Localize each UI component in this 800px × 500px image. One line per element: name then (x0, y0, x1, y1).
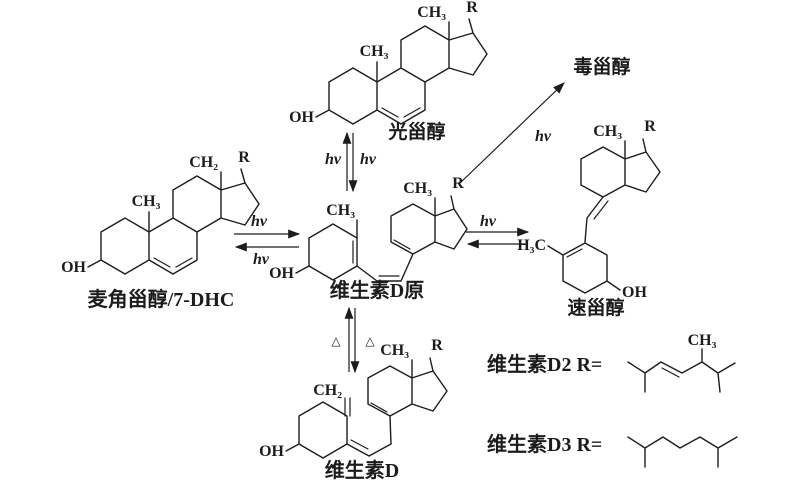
hv-label-left-top: hv (251, 213, 268, 230)
previtamin-d-structure: CH₃ OH CH₃ R 维生素D原 (269, 175, 468, 302)
lumisterol-c10-methyl-label: CH₃ (360, 43, 389, 60)
tachysterol-double-bonds (566, 200, 609, 258)
vitamin-d3-chain (627, 436, 738, 468)
tachysterol-name: 速甾醇 (567, 296, 624, 319)
vitamin-d2-chain-double-bond (661, 367, 680, 378)
ergosterol-double-bonds (153, 257, 193, 268)
previtamin-double-bonds (352, 239, 411, 277)
vitamin-d2-ch3-label: CH₃ (688, 332, 717, 349)
hv-label-left-bottom: hv (253, 251, 270, 268)
tachysterol-h3c-label: H₃C (517, 237, 546, 254)
tachysterol-oh-label: OH (622, 284, 647, 301)
ergosterol-c10-methyl-label: CH₃ (132, 193, 161, 210)
previtamin-c13-methyl-label: CH₃ (403, 180, 432, 197)
previtamin-c19-methyl-label: CH₃ (326, 202, 355, 219)
previtamin-skeleton (295, 195, 468, 282)
vitamin-d3-r-label: 维生素D3 R= (487, 432, 602, 456)
previtamin-name: 维生素D原 (330, 278, 424, 302)
vitamin-d-c13-methyl-label: CH₃ (380, 342, 409, 359)
reaction-arrows: hv hv hv hv hv △ △ hv (234, 82, 565, 374)
toxisterol-name: 毒甾醇 (573, 55, 630, 78)
lumisterol-r-label: R (466, 0, 478, 16)
vitamin-d-ch2-label: CH₂ (313, 382, 342, 399)
ergosterol-c13-label: CH₂ (189, 154, 218, 171)
vitamin-d2-r-label: 维生素D2 R= (487, 352, 602, 376)
vitamin-d-double-bonds (344, 397, 388, 450)
vitamin-d-structure: CH₂ OH CH₃ R 维生素D (259, 337, 448, 482)
lumisterol-name: 光甾醇 (387, 120, 445, 143)
tachysterol-skeleton (547, 138, 661, 294)
ergosterol-r-label: R (238, 149, 250, 166)
heat-label-right: △ (365, 334, 375, 348)
vitamin-d-oh-label: OH (259, 443, 284, 460)
lumisterol-structure: OH CH₃ CH₃ R 光甾醇 (289, 0, 488, 143)
heat-label-left: △ (331, 334, 341, 348)
arrow-previtamin-to-toxisterol (458, 82, 565, 185)
ergosterol-name: 麦角甾醇/7-DHC (88, 287, 235, 311)
vitamin-d-name: 维生素D (325, 458, 399, 482)
hv-label-diagonal: hv (535, 128, 552, 145)
tachysterol-r-label: R (644, 118, 656, 135)
vitamin-d3-sidechain: 维生素D3 R= (487, 432, 738, 468)
vitamin-d2-chain (627, 348, 736, 393)
lumisterol-c13-methyl-label: CH₃ (417, 4, 446, 21)
tachysterol-structure: CH₃ R H₃C OH 速甾醇 (517, 118, 661, 319)
hv-label-right: hv (480, 213, 497, 230)
vitamin-d-r-label: R (431, 337, 443, 354)
lumisterol-double-bonds (381, 107, 421, 118)
ergosterol-structure: OH CH₃ CH₂ R 麦角甾醇/7-DHC (61, 149, 260, 311)
previtamin-r-label: R (452, 175, 464, 192)
tachysterol-c13-methyl-label: CH₃ (593, 123, 622, 140)
vitamin-d2-sidechain: 维生素D2 R= CH₃ (487, 332, 736, 393)
hv-label-vertical-right: hv (360, 151, 377, 168)
vitamin-d-skeleton (285, 357, 448, 459)
hv-label-vertical-left: hv (325, 151, 342, 168)
lumisterol-oh-label: OH (289, 109, 314, 126)
lumisterol-skeleton (315, 18, 488, 125)
ergosterol-skeleton (87, 168, 260, 275)
previtamin-oh-label: OH (269, 265, 294, 282)
ergosterol-oh-label: OH (61, 259, 86, 276)
